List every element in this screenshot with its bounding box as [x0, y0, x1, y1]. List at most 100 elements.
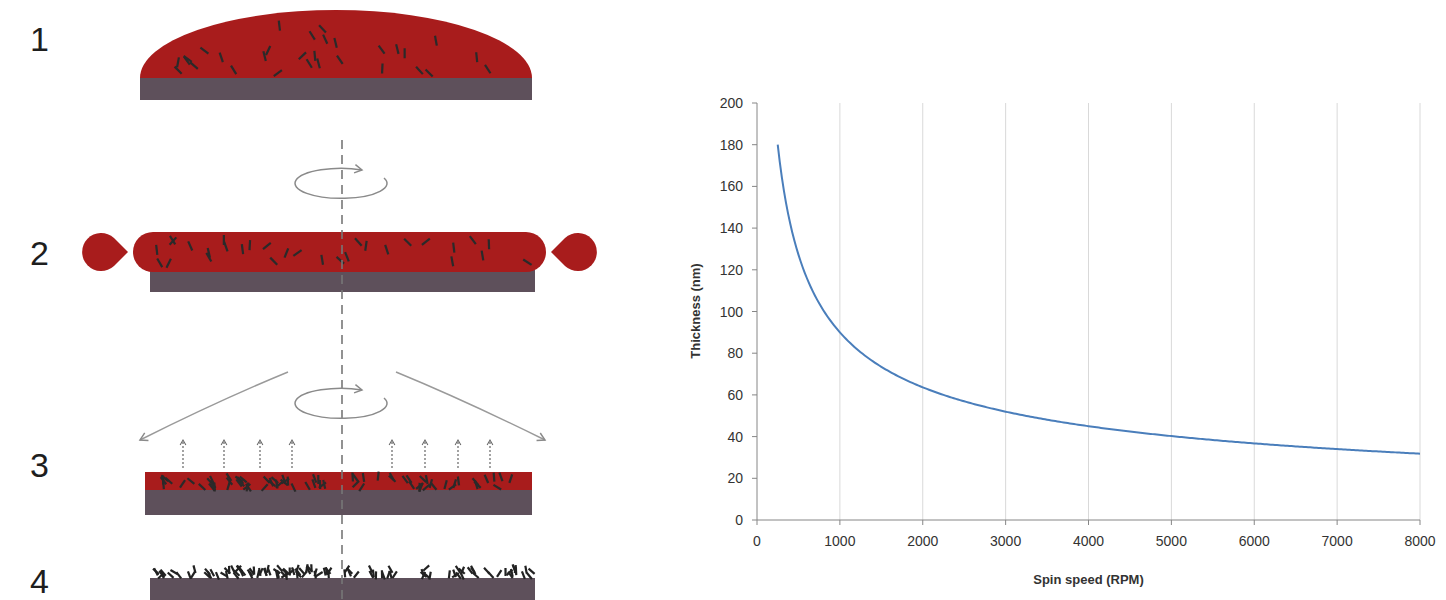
particle: [296, 565, 298, 573]
particle: [444, 480, 446, 489]
particle: [253, 567, 256, 575]
particle: [488, 239, 491, 249]
particle: [268, 568, 271, 576]
particle: [285, 248, 289, 257]
x-tick-label: 5000: [1156, 534, 1187, 548]
rotation-axis: [341, 140, 343, 600]
particle: [262, 484, 268, 491]
evaporation-arrow: [182, 440, 183, 468]
particle: [317, 59, 320, 69]
particle: [293, 250, 301, 256]
particle: [458, 476, 459, 485]
particle: [165, 478, 172, 484]
particle: [522, 571, 525, 578]
particle: [326, 568, 331, 574]
particle: [488, 572, 493, 578]
particle: [184, 56, 192, 62]
particle: [507, 570, 513, 576]
x-tick-label: 2000: [907, 534, 938, 548]
x-tick-label: 8000: [1404, 534, 1435, 548]
evaporation-arrow: [291, 440, 292, 468]
tick-mark: [1254, 520, 1255, 525]
particle: [365, 241, 366, 251]
thickness-chart: [752, 103, 1420, 525]
particle: [220, 53, 223, 62]
y-tick-label: 160: [720, 179, 743, 193]
particle: [263, 51, 265, 61]
particle: [319, 25, 326, 32]
particle: [404, 239, 411, 246]
gridline: [1171, 103, 1172, 520]
particle: [223, 235, 225, 245]
ejected-droplet: [82, 233, 128, 271]
particle: [305, 482, 310, 490]
particle: [157, 258, 162, 267]
particle: [281, 572, 287, 578]
particle: [175, 67, 182, 74]
particle: [449, 484, 456, 489]
gridline: [1337, 103, 1338, 520]
tick-mark: [1337, 520, 1338, 525]
particle: [259, 568, 262, 575]
particle: [188, 241, 192, 250]
evaporation-arrow: [259, 440, 260, 468]
particle: [375, 571, 377, 579]
tick-mark: [757, 520, 758, 525]
step-number: 3: [30, 448, 49, 482]
particle: [299, 52, 306, 59]
particle: [493, 485, 501, 490]
particle: [385, 245, 388, 255]
particle: [276, 480, 278, 489]
evaporation-arrow: [489, 440, 490, 468]
evaporation-arrow: [457, 440, 458, 468]
particle: [310, 564, 313, 572]
particle: [236, 566, 241, 572]
particle: [499, 473, 502, 481]
particle: [156, 245, 157, 255]
particle: [378, 472, 379, 481]
particle: [423, 565, 429, 570]
y-tick-label: 140: [720, 221, 743, 235]
particle: [292, 484, 296, 492]
particle: [422, 239, 430, 245]
spreading-film: [133, 232, 546, 272]
particle: [231, 66, 236, 75]
particle: [259, 568, 260, 576]
particle: [216, 572, 219, 579]
thinning-film: [145, 472, 532, 490]
step-number: 4: [30, 564, 49, 598]
particle: [206, 253, 211, 262]
particle: [529, 569, 535, 574]
step-number: 1: [30, 22, 49, 56]
particle: [307, 567, 311, 574]
particle: [337, 56, 343, 64]
particle: [270, 258, 277, 265]
x-tick-label: 1000: [824, 534, 855, 548]
particle: [416, 67, 423, 74]
y-tick-label: 180: [720, 138, 743, 152]
tick-mark: [752, 269, 757, 270]
particle: [204, 572, 210, 577]
particle: [482, 251, 484, 261]
particle: [263, 243, 271, 249]
particle: [476, 52, 477, 62]
particle: [452, 573, 459, 577]
particle: [509, 474, 512, 483]
particle: [527, 573, 532, 579]
particle: [227, 481, 230, 490]
x-tick-label: 7000: [1322, 534, 1353, 548]
airflow-arrow: [140, 372, 288, 440]
gridline: [1088, 103, 1089, 520]
particle: [279, 21, 280, 31]
particle: [497, 570, 501, 577]
particle: [226, 473, 231, 481]
particle: [282, 475, 285, 483]
particle: [404, 48, 406, 58]
particle: [353, 474, 358, 481]
particle: [493, 473, 496, 482]
particle: [359, 483, 364, 491]
gridline: [922, 103, 923, 520]
particle: [485, 65, 490, 73]
particle: [187, 478, 194, 484]
